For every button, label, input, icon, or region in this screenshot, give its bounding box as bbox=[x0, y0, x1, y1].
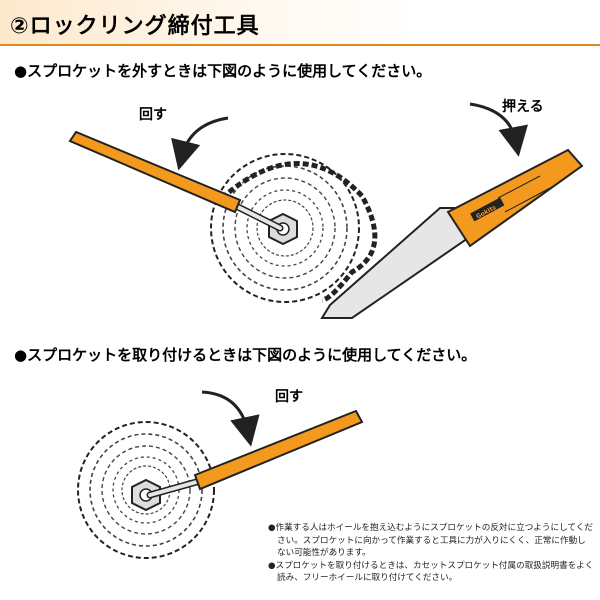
title-bar: ②ロックリング締付工具 bbox=[0, 0, 600, 46]
note-item: ●スプロケットを取り付けるときは、カセットスプロケット付属の取扱説明書をよく読み… bbox=[268, 560, 594, 584]
lockring-tool-icon bbox=[146, 409, 364, 499]
rotate-label-removal: 回す bbox=[139, 107, 167, 123]
hold-label: 押える bbox=[502, 99, 544, 115]
removal-diagram: Gokits bbox=[68, 102, 584, 319]
notes-block: ●作業する人はホイールを抱え込むようにスプロケットの反対に立つようにしてください… bbox=[268, 522, 594, 585]
chain-icon bbox=[220, 161, 378, 303]
install-diagram bbox=[77, 390, 364, 559]
rotate-arrow-icon bbox=[171, 116, 229, 171]
rotate-label-install: 回す bbox=[275, 389, 303, 405]
chain-whip-icon: Gokits bbox=[320, 148, 584, 319]
section-heading-install: ●スプロケットを取り付けるときは下図のように使用してください。 bbox=[14, 346, 477, 364]
hold-arrow-icon bbox=[469, 102, 528, 157]
rotate-arrow-icon bbox=[201, 390, 260, 447]
note-item: ●作業する人はホイールを抱え込むようにスプロケットの反対に立つようにしてください… bbox=[268, 523, 593, 558]
section-heading-remove: ●スプロケットを外すときは下図のように使用してください。 bbox=[14, 62, 432, 80]
page-title: ②ロックリング締付工具 bbox=[10, 14, 260, 39]
lockring-tool-icon bbox=[68, 130, 284, 232]
